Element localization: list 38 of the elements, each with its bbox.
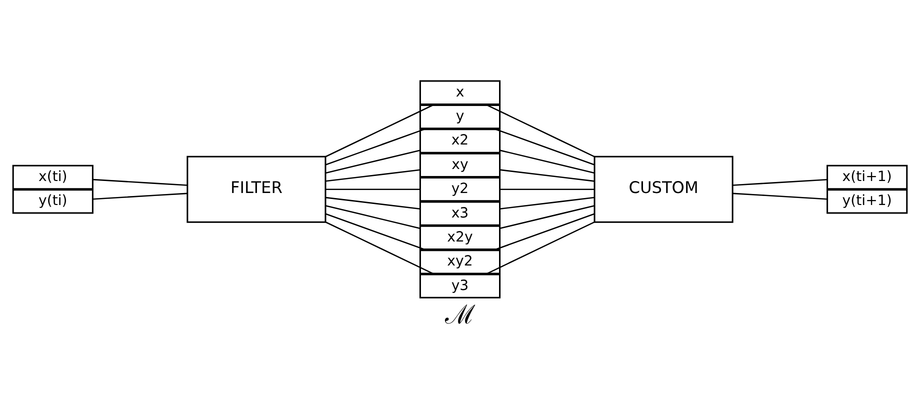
connector <box>732 178 828 186</box>
connector <box>500 168 594 182</box>
node-box: CUSTOM <box>594 155 734 222</box>
node-box: y3 <box>419 273 501 298</box>
connector <box>92 178 188 186</box>
node-box: x(ti+1) <box>826 164 908 190</box>
connector <box>493 212 595 250</box>
connector <box>500 196 594 210</box>
node-box: xy <box>419 152 501 178</box>
node-box: y(ti) <box>12 188 94 214</box>
label: ℳ <box>445 300 475 330</box>
connector <box>325 103 435 157</box>
node-box: x3 <box>419 200 501 226</box>
node-box: x2y <box>419 224 501 250</box>
node-box: xy2 <box>419 249 501 274</box>
node-box: y(ti+1) <box>826 188 908 214</box>
connector <box>325 127 427 165</box>
node-box: y <box>419 104 501 129</box>
connector <box>493 127 595 165</box>
node-box: x2 <box>419 128 501 153</box>
connector <box>326 204 420 228</box>
node-box: y2 <box>419 176 501 202</box>
connector <box>500 149 595 174</box>
connector <box>326 149 420 174</box>
connector <box>485 103 595 157</box>
connector <box>732 192 828 200</box>
connector <box>326 168 420 182</box>
connector <box>326 196 420 209</box>
connector <box>485 220 595 275</box>
connector <box>500 204 595 229</box>
connector <box>325 212 427 250</box>
connector <box>325 221 435 275</box>
node-box: x(ti) <box>12 164 94 190</box>
connector <box>326 188 420 190</box>
node-box: x <box>419 80 501 104</box>
node-box: FILTER <box>186 155 326 222</box>
connector <box>92 192 188 200</box>
connector <box>500 188 594 190</box>
